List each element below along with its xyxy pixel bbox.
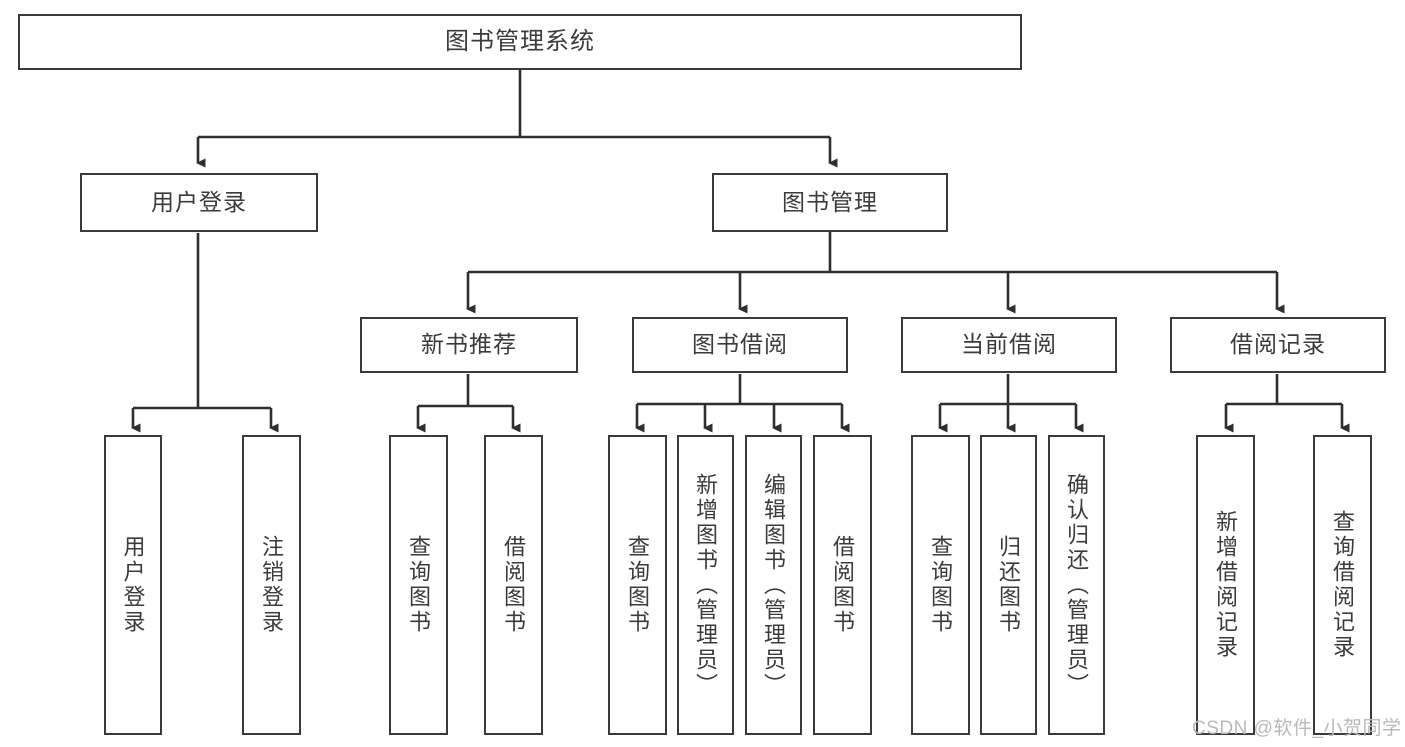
node-label: 借阅图书 — [501, 535, 527, 635]
node-label: 查询借阅记录 — [1330, 510, 1356, 660]
leaf-user-login-logout[interactable]: 注销登录 — [242, 435, 301, 735]
node-borrow-record[interactable]: 借阅记录 — [1170, 317, 1386, 373]
node-label: 图书管理 — [782, 188, 878, 215]
leaf-borrow-borrow-book[interactable]: 借阅图书 — [813, 435, 872, 735]
node-label: 查询图书 — [625, 535, 651, 635]
node-label: 注销登录 — [259, 535, 285, 635]
node-book-management[interactable]: 图书管理 — [712, 173, 948, 232]
node-label: 编辑图书（管理员） — [761, 472, 787, 698]
leaf-borrow-query-book[interactable]: 查询图书 — [608, 435, 667, 735]
leaf-current-return-book[interactable]: 归还图书 — [980, 435, 1037, 735]
node-user-login[interactable]: 用户登录 — [80, 173, 318, 232]
leaf-borrow-add-book-admin[interactable]: 新增图书（管理员） — [677, 435, 734, 735]
leaf-borrow-edit-book-admin[interactable]: 编辑图书（管理员） — [745, 435, 802, 735]
node-label: 查询图书 — [928, 535, 954, 635]
node-label: 图书管理系统 — [445, 27, 595, 55]
node-label: 用户登录 — [120, 535, 146, 635]
node-label: 查询图书 — [406, 535, 432, 635]
leaf-current-confirm-return-admin[interactable]: 确认归还（管理员） — [1048, 435, 1105, 735]
node-label: 借阅记录 — [1230, 331, 1326, 358]
leaf-current-query-book[interactable]: 查询图书 — [911, 435, 970, 735]
node-label: 确认归还（管理员） — [1064, 472, 1090, 698]
node-new-book-recommend[interactable]: 新书推荐 — [360, 317, 578, 373]
leaf-record-query-record[interactable]: 查询借阅记录 — [1313, 435, 1372, 735]
leaf-record-add-record[interactable]: 新增借阅记录 — [1196, 435, 1255, 735]
csdn-watermark: CSDN @软件_小贺同学 — [1192, 718, 1402, 739]
node-label: 图书借阅 — [692, 331, 788, 358]
node-root-system[interactable]: 图书管理系统 — [18, 14, 1022, 70]
leaf-user-login-login[interactable]: 用户登录 — [104, 435, 162, 735]
node-label: 用户登录 — [151, 188, 247, 215]
node-book-borrow[interactable]: 图书借阅 — [632, 317, 848, 373]
leaf-recommend-borrow-book[interactable]: 借阅图书 — [484, 435, 543, 735]
node-label: 当前借阅 — [961, 331, 1057, 358]
leaf-recommend-query-book[interactable]: 查询图书 — [389, 435, 448, 735]
node-label: 新书推荐 — [421, 331, 517, 358]
node-current-borrow[interactable]: 当前借阅 — [901, 317, 1117, 373]
node-label: 借阅图书 — [830, 535, 856, 635]
node-label: 新增图书（管理员） — [693, 472, 719, 698]
node-label: 归还图书 — [996, 535, 1022, 635]
node-label: 新增借阅记录 — [1213, 510, 1239, 660]
